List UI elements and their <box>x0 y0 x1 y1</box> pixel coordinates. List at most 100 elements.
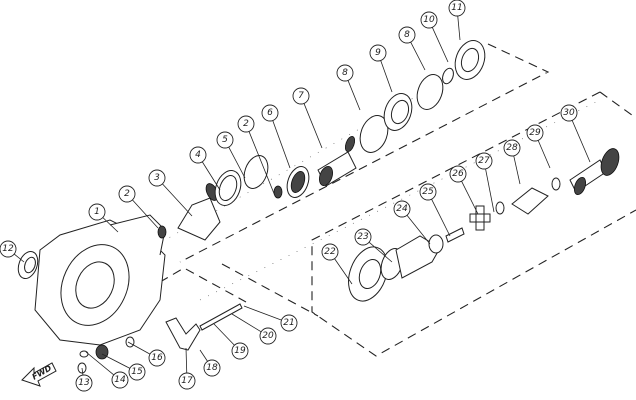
callout-7: 7 <box>292 87 323 149</box>
callout-number: 3 <box>154 173 160 183</box>
washer-part <box>442 67 454 85</box>
callout-16: 16 <box>127 341 166 367</box>
callout-number: 12 <box>2 244 14 254</box>
callout-4: 4 <box>189 146 221 191</box>
o-ring-part <box>157 225 167 239</box>
leader-line <box>101 353 131 369</box>
leader-line <box>303 103 323 149</box>
callout-20: 20 <box>231 313 277 345</box>
callout-number: 20 <box>262 331 274 341</box>
callout-25: 25 <box>419 183 451 237</box>
callout-15: 15 <box>101 353 146 381</box>
callout-number: 28 <box>506 143 518 153</box>
leader-line <box>272 120 291 169</box>
leader-line <box>185 347 188 374</box>
seal-part <box>348 246 388 302</box>
callout-18: 18 <box>199 349 221 377</box>
washer-part <box>79 350 89 358</box>
leader-line <box>127 341 151 355</box>
callout-19: 19 <box>213 323 249 360</box>
leader-line <box>380 60 393 93</box>
callout-2: 2 <box>237 115 276 197</box>
callout-circle <box>280 314 298 332</box>
callout-circle <box>475 152 493 170</box>
callout-number: 27 <box>478 156 490 166</box>
callout-number: 7 <box>298 91 304 101</box>
callout-circle <box>336 64 354 82</box>
leader-line <box>81 367 84 376</box>
leader-line <box>513 155 521 185</box>
shift-rod-part <box>199 303 243 331</box>
callout-27: 27 <box>475 152 495 213</box>
input-shaft-part <box>317 135 357 187</box>
seal-part <box>454 40 486 80</box>
callout-22: 22 <box>321 243 353 285</box>
callout-circle <box>231 342 249 360</box>
forward-direction-arrow: FWD <box>21 362 57 387</box>
callout-number: 9 <box>375 48 381 58</box>
callout-circle <box>560 104 578 122</box>
leader-line <box>461 180 479 215</box>
leader-line <box>213 323 235 346</box>
leader-line <box>228 146 246 179</box>
leader-line <box>406 214 431 245</box>
shift-group-outline <box>159 263 319 317</box>
leader-line <box>162 183 193 217</box>
leader-line <box>485 168 495 213</box>
leader-line <box>431 27 449 63</box>
callout-3: 3 <box>148 169 193 217</box>
callout-circle <box>354 228 372 246</box>
callout-17: 17 <box>178 347 196 390</box>
needle-bearing-part <box>273 185 283 199</box>
leader-line <box>571 120 591 163</box>
callout-number: 11 <box>451 3 462 13</box>
callout-11: 11 <box>448 0 466 41</box>
leader-line <box>368 241 393 263</box>
callout-number: 23 <box>357 232 369 242</box>
bearing-part <box>383 93 413 131</box>
callout-10: 10 <box>420 11 449 63</box>
callout-5: 5 <box>216 131 246 179</box>
callout-13: 13 <box>75 367 93 392</box>
callout-circle <box>259 327 277 345</box>
leader-line <box>347 80 361 111</box>
callout-14: 14 <box>85 351 129 389</box>
leader-line <box>201 161 221 191</box>
pinion-gear-part <box>177 183 221 241</box>
washer-part <box>428 234 444 254</box>
callout-1: 1 <box>88 203 119 233</box>
callout-circle <box>419 183 437 201</box>
leader-line <box>537 140 551 169</box>
leader-line <box>431 198 451 237</box>
leader-line <box>199 349 208 362</box>
bushing-part <box>125 336 135 348</box>
callout-circle <box>111 371 129 389</box>
callout-24: 24 <box>393 200 431 245</box>
leader-line <box>457 15 461 41</box>
callout-circle <box>393 200 411 218</box>
callout-number: 30 <box>563 108 575 118</box>
seal-part <box>17 250 39 280</box>
callout-circle <box>118 185 136 203</box>
callout-number: 26 <box>452 169 464 179</box>
callout-number: 4 <box>195 150 201 160</box>
callout-circle <box>321 243 339 261</box>
leader-line <box>13 253 25 263</box>
leader-line <box>410 41 426 71</box>
callout-number: 14 <box>114 375 126 385</box>
snap-ring-part <box>359 115 389 153</box>
callout-circle <box>420 11 438 29</box>
snap-ring-part <box>416 74 444 110</box>
callout-circle <box>237 115 255 133</box>
callout-number: 8 <box>404 30 410 40</box>
callout-number: 6 <box>267 108 273 118</box>
callout-number: 2 <box>124 189 130 199</box>
clip-part <box>551 177 561 191</box>
callout-number: 17 <box>181 376 193 386</box>
callout-circle <box>148 349 166 367</box>
callout-number: 19 <box>234 346 246 356</box>
callout-circle <box>178 372 196 390</box>
callout-circle <box>189 146 207 164</box>
callout-23: 23 <box>354 228 393 263</box>
